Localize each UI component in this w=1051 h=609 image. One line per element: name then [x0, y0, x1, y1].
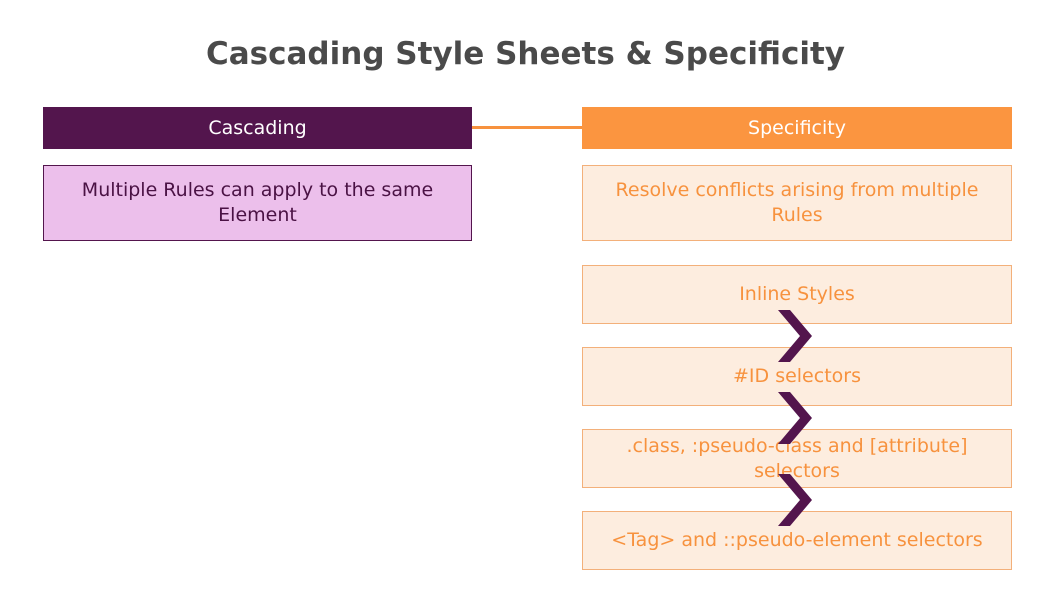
- chevron-right-icon: [778, 310, 812, 362]
- specificity-level-label: .class, :pseudo-class and [attribute] se…: [626, 434, 968, 482]
- specificity-level-label: <Tag> and ::pseudo-element selectors: [611, 529, 983, 551]
- cascading-description-text: Multiple Rules can apply to the same Ele…: [81, 179, 434, 226]
- specificity-header: Specificity: [582, 107, 1012, 149]
- specificity-description: Resolve conflicts arising from multiple …: [582, 165, 1012, 241]
- chevron-right-icon: [778, 474, 812, 526]
- specificity-description-text: Resolve conflicts arising from multiple …: [615, 179, 979, 226]
- specificity-level-label: #ID selectors: [733, 365, 861, 387]
- connector-line: [472, 126, 582, 129]
- page-title: Cascading Style Sheets & Specificity: [206, 36, 845, 72]
- chevron-right-icon: [778, 392, 812, 444]
- cascading-description: Multiple Rules can apply to the same Ele…: [43, 165, 472, 241]
- specificity-level-class: .class, :pseudo-class and [attribute] se…: [582, 429, 1012, 488]
- specificity-level-label: Inline Styles: [739, 283, 855, 305]
- cascading-header: Cascading: [43, 107, 472, 149]
- specificity-level-inline: Inline Styles: [582, 265, 1012, 324]
